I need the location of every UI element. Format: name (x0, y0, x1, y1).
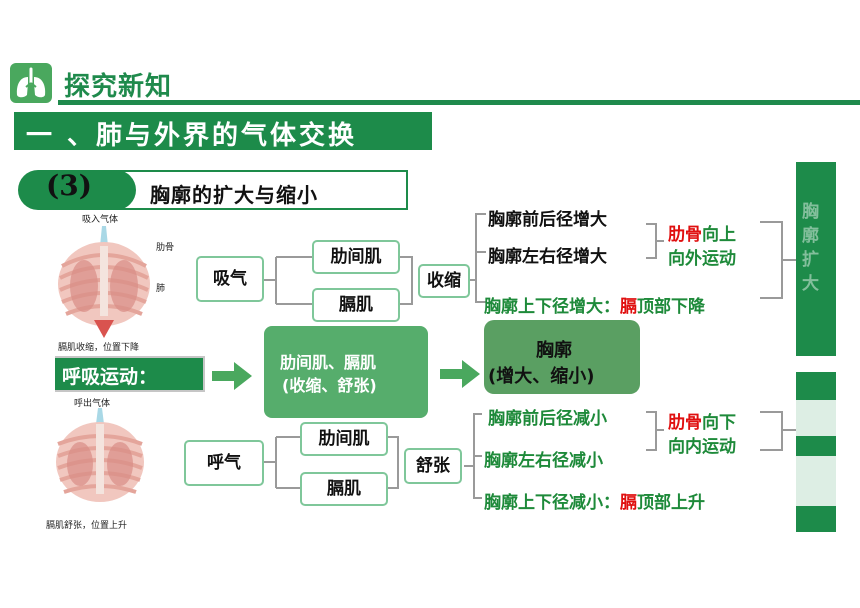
inhale-rib-line-2: 向外运动 (668, 249, 736, 269)
muscles-label: 肋间肌、膈肌 (280, 353, 377, 372)
exhale-result-2: 胸廓左右径减小 (484, 451, 603, 471)
exhale-muscle-2: 膈肌 (300, 472, 388, 506)
subsection-number: (3) (46, 169, 92, 202)
lung-label: 肺 (156, 284, 166, 294)
inhale-muscle-2: 膈肌 (312, 288, 400, 322)
section-title: 一 、肺与外界的气体交换 (26, 121, 358, 151)
inhale-result-3: 胸廓上下径增大：膈顶部下降 (484, 297, 705, 317)
muscles-box (264, 326, 428, 418)
chest-box (484, 320, 640, 394)
arrow-right-icon (212, 362, 252, 394)
breathing-label-bar (55, 356, 205, 392)
exhale-muscle-1: 肋间肌 (300, 422, 388, 456)
exhale-box: 呼气 (184, 440, 264, 486)
lungs-icon (10, 63, 52, 103)
right-strip-gap-2 (796, 456, 836, 506)
inhale-action: 收缩 (418, 264, 470, 298)
inhale-box: 吸气 (196, 256, 264, 302)
exhale-result-1: 胸廓前后径减小 (488, 409, 607, 429)
exhale-caption: 膈肌舒张，位置上升 (46, 521, 128, 531)
inhale-result-2: 胸廓左右径增大 (488, 247, 607, 267)
header-divider (58, 100, 860, 105)
inhale-muscle-1: 肋间肌 (312, 240, 400, 274)
section-banner (14, 112, 432, 150)
inhale-air-label: 吸入气体 (82, 215, 119, 225)
muscles-state: (收缩、舒张) (282, 376, 377, 395)
breathing-label: 呼吸运动： (62, 366, 158, 388)
right-summary-strip-2 (796, 372, 836, 532)
inhale-result-1: 胸廓前后径增大 (488, 210, 607, 230)
arrow-right-icon (440, 360, 480, 392)
subsection-title: 胸廓的扩大与缩小 (150, 183, 318, 207)
exhale-rib-line-1: 肋骨向下 (668, 413, 736, 433)
exhale-action: 舒张 (404, 448, 462, 484)
ribcage-exhale-image (50, 408, 150, 514)
subsection-box (108, 170, 408, 210)
exhale-result-3: 胸廓上下径减小：膈顶部上升 (484, 493, 705, 513)
exhale-air-label: 呼出气体 (74, 399, 111, 409)
rib-label: 肋骨 (156, 243, 175, 253)
right-strip-text: 胸廓扩大 (802, 202, 819, 294)
inhale-caption: 膈肌收缩，位置下降 (58, 343, 140, 353)
chest-label: 胸廓 (536, 340, 572, 361)
exhale-rib-line-2: 向内运动 (668, 437, 736, 457)
chest-state: (增大、缩小) (488, 366, 595, 387)
right-summary-strip (796, 162, 836, 356)
subsection-pill (18, 170, 136, 210)
right-strip-gap (796, 400, 836, 436)
inhale-rib-line-1: 肋骨向上 (668, 225, 736, 245)
header-title: 探究新知 (64, 72, 173, 102)
ribcage-inhale-image (54, 226, 154, 338)
